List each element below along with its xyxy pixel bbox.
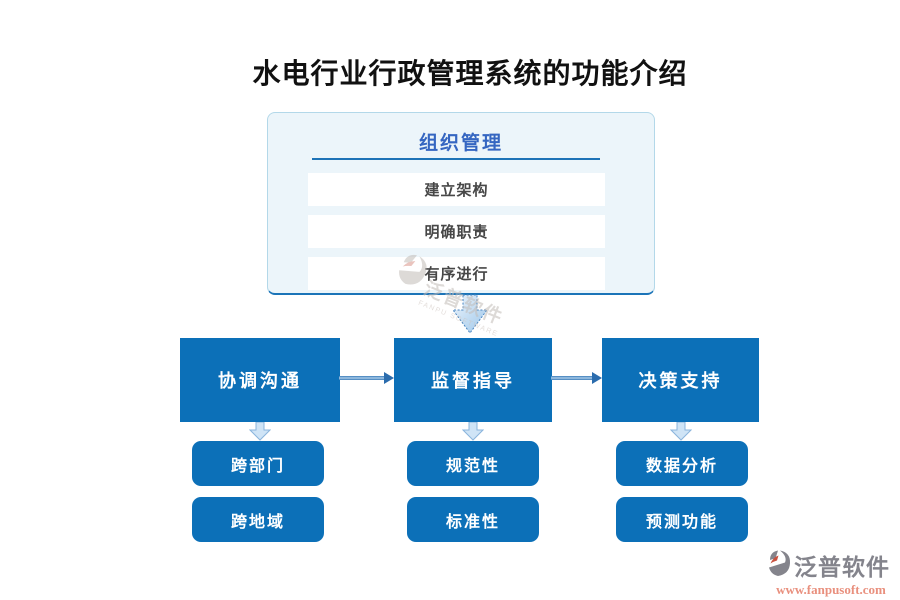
- brand-name: 泛普软件: [794, 555, 890, 580]
- panel-item: 建立架构: [308, 173, 605, 206]
- sub-node-data-analysis: 数据分析: [616, 441, 748, 486]
- flow-node-decision: 决策支持: [602, 338, 759, 422]
- flow-node-supervision: 监督指导: [394, 338, 552, 422]
- brand-footer: 泛普软件 www.fanpusoft.com: [766, 548, 896, 598]
- panel-header: 组织管理: [418, 133, 503, 154]
- sub-node-cross-region: 跨地域: [192, 497, 324, 542]
- right-arrow-icon: [339, 371, 395, 390]
- panel-divider: [312, 158, 600, 160]
- page-title: 水电行业行政管理系统的功能介绍: [252, 59, 688, 90]
- fanpu-logo-icon: [766, 549, 792, 582]
- sub-node-cross-department: 跨部门: [192, 441, 324, 486]
- sub-node-standardization: 规范性: [407, 441, 539, 486]
- small-down-arrow-icon: [669, 421, 693, 446]
- sub-node-normalization: 标准性: [407, 497, 539, 542]
- small-down-arrow-icon: [248, 421, 272, 446]
- down-arrow-icon: [450, 294, 490, 341]
- panel-item: 有序进行: [308, 257, 605, 290]
- brand-url: www.fanpusoft.com: [776, 582, 886, 597]
- organization-panel: 组织管理 建立架构 明确职责 有序进行: [267, 112, 655, 295]
- right-arrow-icon: [551, 371, 603, 390]
- flow-node-coordination: 协调沟通: [180, 338, 340, 422]
- small-down-arrow-icon: [461, 421, 485, 446]
- sub-node-forecast: 预测功能: [616, 497, 748, 542]
- panel-item: 明确职责: [308, 215, 605, 248]
